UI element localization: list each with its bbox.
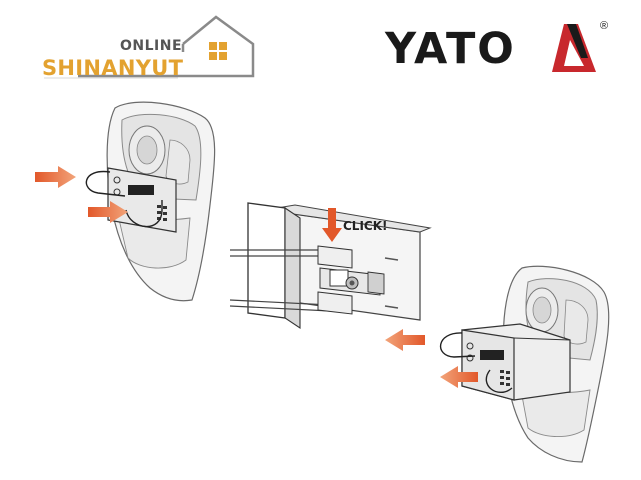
shop-logo-name: SHINANYUT [42,56,184,80]
yato-triangle-icon [552,24,596,72]
arrow-down-icon [322,208,342,242]
arrow-right-icon [88,201,128,223]
removal-key-lower [125,200,163,228]
click-label: CLICK! [343,219,388,233]
dashboard-left [35,101,216,302]
registered-mark: ® [600,20,609,32]
car-radio-right [461,323,571,401]
car-radio-left [107,167,177,233]
yato-logo-text: YATO [385,24,516,74]
arrow-left-icon [440,366,478,388]
lock-mechanism-diagram [229,202,432,330]
shop-logo: ONLINE SHINANYUT [38,14,263,84]
arrow-right-icon [35,166,76,188]
shop-logo-online: ONLINE [120,38,183,54]
dashboard-right [385,265,610,463]
removal-key-lower [485,369,513,394]
house-icon [44,15,255,79]
removal-key-upper [85,170,126,197]
arrow-left-icon [385,329,425,351]
removal-key-upper [439,332,476,358]
yato-logo: YATO ® [385,18,615,80]
